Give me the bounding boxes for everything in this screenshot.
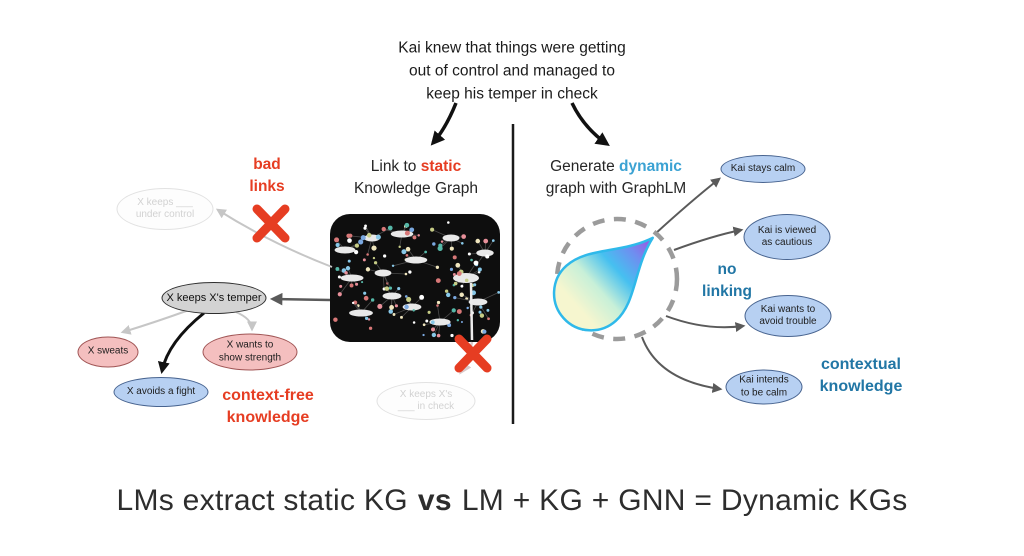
bad-links-label: bad links	[249, 154, 284, 198]
context-sentence: Kai knew that things were getting out of…	[398, 37, 625, 106]
keeps-temper-label: X keeps X's temper	[166, 291, 262, 304]
bad-links-line1: bad	[253, 156, 281, 173]
arrow-kg-to-temper	[269, 292, 331, 306]
intends-calm-line2: to be calm	[740, 387, 788, 398]
arrow-temper-to-wants	[235, 311, 257, 332]
kg-link-line	[469, 282, 474, 341]
show-strength-line2: show strength	[218, 352, 282, 363]
left-title-highlight: static	[420, 158, 462, 175]
no-linking-line1: no	[717, 261, 737, 278]
arrow-temper-to-avoids	[157, 311, 205, 374]
context-free-line1: context-free	[222, 387, 314, 404]
context-sentence-line1: Kai knew that things were getting	[398, 39, 626, 57]
no-linking-line2: linking	[702, 283, 752, 300]
faded-bottom-line2: ___ in check	[397, 401, 455, 412]
arrow-drop-to-viewed-cautious	[673, 226, 744, 251]
arrow-drop-to-avoid-trouble	[665, 315, 746, 332]
contextual-knowledge-label: contextual knowledge	[820, 354, 903, 398]
graphlm-drop-icon	[552, 236, 654, 332]
right-title-highlight: dynamic	[619, 158, 682, 175]
contextual-line2: knowledge	[819, 378, 903, 395]
viewed-cautious-line2: as cautious	[761, 237, 813, 248]
faded-top-line1: X keeps ___	[137, 196, 193, 208]
caption-right: LM + KG + GNN = Dynamic KGs	[461, 484, 908, 517]
arrow-to-left-panel	[430, 102, 458, 146]
arrow-drop-to-intends-calm	[641, 336, 723, 393]
avoid-trouble-line1: Kai wants to	[760, 303, 816, 315]
node-stays-calm: Kai stays calm	[720, 155, 806, 183]
arrow-temper-to-sweats	[120, 309, 190, 335]
arrow-to-right-panel	[570, 102, 610, 146]
no-linking-label: no linking	[702, 259, 752, 303]
viewed-cautious-line1: Kai is viewed	[757, 224, 817, 236]
faded-top-line2: under control	[135, 209, 195, 220]
context-free-label: context-free knowledge	[222, 385, 314, 429]
right-title-line2: graph with GraphLM	[545, 180, 687, 197]
bad-links-line2: links	[249, 178, 285, 195]
right-title-prefix: Generate	[550, 158, 620, 175]
node-avoids-fight: X avoids a fight	[113, 377, 209, 407]
arrow-drop-to-stays-calm	[654, 177, 721, 235]
node-keeps-temper: X keeps X's temper	[161, 282, 267, 314]
node-faded-in-check: X keeps X's___ in check	[376, 382, 476, 420]
context-free-line2: knowledge	[226, 409, 310, 426]
bad-link-x-top-icon	[252, 204, 290, 243]
knowledge-graph-image	[330, 214, 500, 342]
contextual-line1: contextual	[820, 356, 901, 373]
right-panel-title: Generate dynamic graph with GraphLM	[546, 156, 686, 200]
x-sweats-label: X sweats	[87, 345, 129, 357]
bad-link-x-bottom-icon	[454, 334, 492, 373]
bottom-caption: LMs extract static KG vs LM + KG + GNN = D…	[116, 484, 907, 518]
left-panel-title: Link to static Knowledge Graph	[354, 156, 478, 200]
caption-left: LMs extract static KG	[116, 484, 408, 517]
left-title-prefix: Link to	[370, 158, 421, 175]
stays-calm-label: Kai stays calm	[730, 162, 796, 174]
intends-calm-line1: Kai intends	[739, 374, 789, 386]
avoid-trouble-line2: avoid trouble	[759, 316, 817, 327]
node-x-sweats: X sweats	[77, 336, 139, 368]
avoids-fight-label: X avoids a fight	[126, 385, 196, 397]
left-title-line2: Knowledge Graph	[353, 180, 479, 197]
context-sentence-line2: out of control and managed to	[409, 62, 615, 80]
context-sentence-line3: keep his temper in check	[426, 85, 598, 103]
node-faded-under-control: X keeps ___under control	[116, 188, 214, 230]
show-strength-line1: X wants to	[226, 339, 274, 351]
caption-vs: vs	[417, 484, 452, 517]
graphlm-dashed-circle	[554, 216, 680, 342]
arrow-kg-to-faded-top	[215, 208, 333, 268]
faded-bottom-line1: X keeps X's	[399, 388, 453, 400]
